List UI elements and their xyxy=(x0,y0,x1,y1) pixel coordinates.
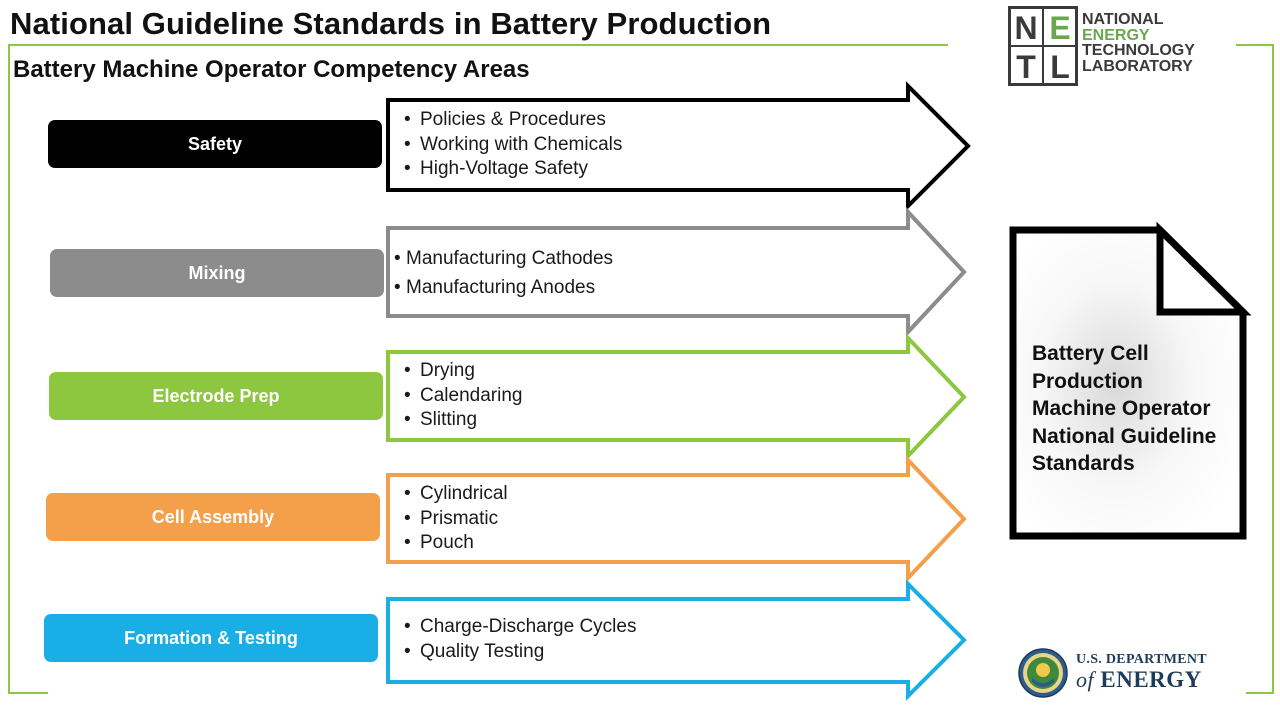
list-item: Cylindrical xyxy=(404,482,508,507)
arrow-mixing xyxy=(386,206,967,338)
frame-left xyxy=(8,44,10,694)
netl-line: NATIONAL xyxy=(1082,11,1164,28)
list-item: High-Voltage Safety xyxy=(404,157,622,182)
list-item: Slitting xyxy=(404,408,522,433)
netl-letter: T xyxy=(1016,49,1036,85)
frame-top-right xyxy=(1236,44,1274,46)
list-item: Quality Testing xyxy=(404,640,636,665)
doe-department: U.S. DEPARTMENT xyxy=(1076,652,1207,667)
arrow-formation-testing xyxy=(386,579,967,701)
area-items-mixing: Manufacturing Cathodes Manufacturing Ano… xyxy=(394,244,613,302)
page-title: National Guideline Standards in Battery … xyxy=(10,6,772,41)
list-item: Working with Chemicals xyxy=(404,133,622,158)
netl-line: TECHNOLOGY xyxy=(1082,42,1195,59)
document-line: Machine Operator xyxy=(1032,397,1211,420)
frame-bottom-left xyxy=(8,692,48,694)
netl-letter: L xyxy=(1050,49,1070,85)
netl-line: LABORATORY xyxy=(1082,57,1193,75)
netl-logo-icon: N E T L xyxy=(1008,6,1078,86)
list-item: Prismatic xyxy=(404,507,508,532)
document-text: Battery Cell Production Machine Operator… xyxy=(1032,340,1216,478)
frame-right xyxy=(1272,44,1274,694)
area-items-electrode-prep: Drying Calendaring Slitting xyxy=(404,359,522,433)
document-line: Standards xyxy=(1032,452,1135,475)
area-label-cell-assembly: Cell Assembly xyxy=(46,493,380,541)
doe-seal-icon xyxy=(1018,648,1068,698)
document-line: National Guideline xyxy=(1032,424,1217,448)
area-items-cell-assembly: Cylindrical Prismatic Pouch xyxy=(404,482,508,556)
list-item: Pouch xyxy=(404,531,508,556)
list-item: Manufacturing Anodes xyxy=(394,273,613,302)
area-items-formation-testing: Charge-Discharge Cycles Quality Testing xyxy=(404,615,636,664)
doe-energy-word: ENERGY xyxy=(1100,667,1202,692)
list-item: Calendaring xyxy=(404,384,522,409)
netl-line: ENERGY xyxy=(1082,26,1150,44)
netl-letter: N xyxy=(1014,10,1037,46)
frame-bottom-right xyxy=(1246,692,1274,694)
netl-logo-text: NATIONAL ENERGY TECHNOLOGY LABORATORY xyxy=(1082,12,1195,74)
list-item: Policies & Procedures xyxy=(404,108,622,133)
list-item: Drying xyxy=(404,359,522,384)
area-label-electrode-prep: Electrode Prep xyxy=(49,372,383,420)
netl-letter: E xyxy=(1049,10,1070,46)
arrow-cell-assembly xyxy=(386,454,967,584)
doe-logo-text: U.S. DEPARTMENT of ENERGY xyxy=(1076,652,1207,693)
list-item: Manufacturing Cathodes xyxy=(394,244,613,273)
document-line: Production xyxy=(1032,369,1143,393)
list-item: Charge-Discharge Cycles xyxy=(404,615,636,640)
doe-energy: of ENERGY xyxy=(1076,667,1207,693)
arrow-electrode-prep xyxy=(386,332,967,462)
area-items-safety: Policies & Procedures Working with Chemi… xyxy=(404,108,622,182)
frame-top-left xyxy=(8,44,948,46)
document-fold xyxy=(1156,221,1252,316)
area-label-mixing: Mixing xyxy=(50,249,384,297)
doe-of: of xyxy=(1076,667,1095,692)
area-label-safety: Safety xyxy=(48,120,382,168)
document-line: Battery Cell xyxy=(1032,342,1149,365)
page-subtitle: Battery Machine Operator Competency Area… xyxy=(13,56,530,83)
area-label-formation-testing: Formation & Testing xyxy=(44,614,378,662)
